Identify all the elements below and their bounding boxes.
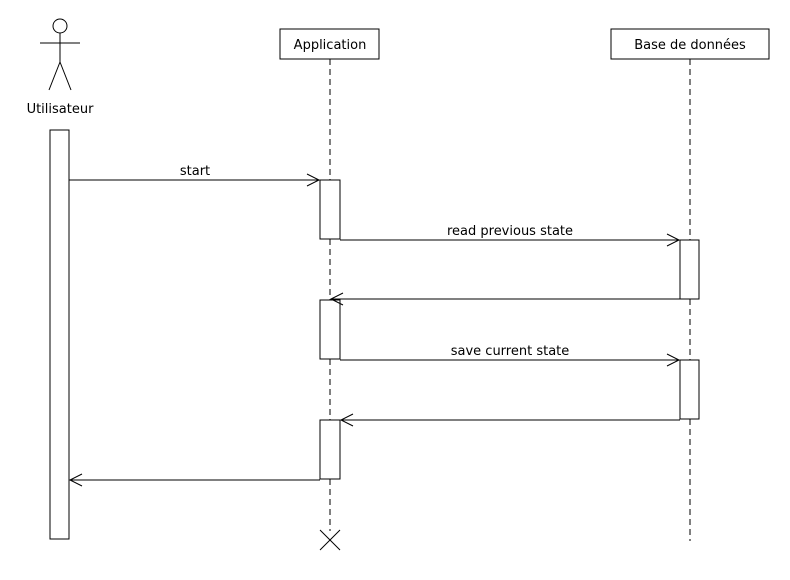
arrowhead-open-left (68, 473, 83, 487)
arrowhead-open-right (666, 353, 681, 367)
actor-left-leg (48, 61, 61, 91)
arrowhead-open-right (666, 233, 681, 247)
message-read-previous-state: read previous state (340, 224, 681, 247)
participant-label-application: Application (294, 38, 367, 53)
message-label: read previous state (447, 224, 573, 239)
arrowhead-open-left (339, 413, 354, 427)
arrowhead-open-right (306, 173, 321, 187)
actor-head (52, 18, 68, 34)
message-start: start (69, 164, 321, 187)
actor-label: Utilisateur (27, 102, 95, 117)
activation-bar-application-3 (319, 419, 341, 480)
activation-bar-db-2 (679, 359, 700, 420)
participant-base-de-donnees: Base de données (610, 28, 770, 541)
message-return-2 (339, 413, 680, 427)
activation-bar-db-1 (679, 239, 700, 300)
destroy-x-icon (319, 529, 341, 551)
actor-utilisateur: Utilisateur (27, 18, 95, 117)
activation-bar-application-2 (319, 299, 341, 360)
participant-box-application (279, 28, 380, 60)
participant-box-base-de-donnees (610, 28, 770, 60)
message-label: save current state (451, 344, 570, 359)
message-save-current-state: save current state (340, 344, 681, 367)
participant-label-base-de-donnees: Base de données (634, 38, 746, 53)
activation-bar-application-1 (319, 179, 341, 240)
message-return-3 (68, 473, 320, 487)
activation-bar-utilisateur (49, 129, 70, 540)
actor-right-leg (59, 61, 72, 91)
message-label: start (180, 164, 210, 179)
arrowhead-open-left (329, 292, 344, 306)
message-return-1 (329, 292, 680, 306)
